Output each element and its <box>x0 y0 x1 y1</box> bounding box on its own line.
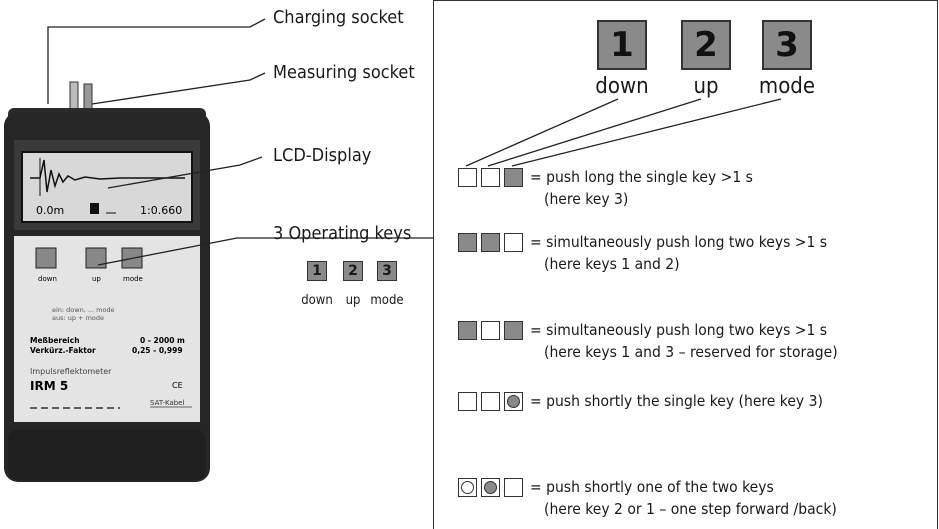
key-connector-lines <box>465 98 782 167</box>
legend-row2-line1: = simultaneously push long two keys >1 s <box>530 233 828 251</box>
short-press-empty-circle-icon <box>461 481 474 494</box>
small-key-2: 2 <box>343 261 363 281</box>
leader-measuring <box>91 72 266 105</box>
row5-key2-square <box>481 478 500 497</box>
device-range-value: 0 - 2000 m <box>140 336 185 345</box>
row1-key2-square <box>481 168 500 187</box>
legend-row2-line2: (here keys 1 and 2) <box>544 255 680 273</box>
charging-socket-label: Charging socket <box>273 7 404 28</box>
measuring-socket-label: Measuring socket <box>273 62 415 83</box>
device-key-label-up: up <box>92 275 101 283</box>
device-help-line1: ein: down, ... mode <box>52 306 115 314</box>
operating-keys-label: 3 Operating keys <box>273 223 412 244</box>
leader-lcd <box>107 156 263 189</box>
legend-row3-line1: = simultaneously push long two keys >1 s <box>530 321 828 339</box>
row5-key3-square <box>504 478 523 497</box>
device-range-label: Meßbereich <box>30 336 80 345</box>
row4-key3-square <box>504 392 523 411</box>
legend-row5-line1: = push shortly one of the two keys <box>530 478 774 496</box>
device-factor-value: 0,25 - 0,999 <box>132 346 183 355</box>
device-key-up[interactable] <box>85 247 107 269</box>
small-key-2-label: up <box>345 293 361 308</box>
device-key-down[interactable] <box>35 247 57 269</box>
row2-key3-square <box>504 233 523 252</box>
lcd-distance: 0.0m <box>36 204 64 217</box>
big-key-2: 2 <box>681 20 731 70</box>
device-help-line2: aus: up + mode <box>52 314 104 322</box>
brand-logo: SAT-Kabel <box>150 399 184 407</box>
big-key-1: 1 <box>597 20 647 70</box>
short-press-circle-icon <box>507 395 520 408</box>
device-key-label-mode: mode <box>123 275 143 283</box>
row2-key2-square <box>481 233 500 252</box>
big-key-1-label: down <box>595 74 649 99</box>
legend-row1-line2: (here key 3) <box>544 190 629 208</box>
small-key-3: 3 <box>377 261 397 281</box>
row2-key1-square <box>458 233 477 252</box>
lcd-display <box>21 151 193 223</box>
measuring-socket <box>69 81 79 113</box>
short-press-circle-icon <box>484 481 497 494</box>
lcd-waveform <box>30 159 185 193</box>
legend-row5-line2: (here key 2 or 1 – one step forward /bac… <box>544 500 837 518</box>
row3-key3-square <box>504 321 523 340</box>
row3-key2-square <box>481 321 500 340</box>
row4-key2-square <box>481 392 500 411</box>
row1-key3-square <box>504 168 523 187</box>
legend-row3-line2: (here keys 1 and 3 – reserved for storag… <box>544 343 838 361</box>
small-key-3-label: mode <box>370 293 404 308</box>
big-key-2-label: up <box>693 74 719 99</box>
device-factor-label: Verkürz.-Faktor <box>30 346 96 355</box>
row5-key1-square <box>458 478 477 497</box>
big-key-3: 3 <box>762 20 812 70</box>
key-legend-panel <box>433 0 938 529</box>
small-key-1: 1 <box>307 261 327 281</box>
legend-row4-line1: = push shortly the single key (here key … <box>530 392 823 410</box>
device-key-label-down: down <box>38 275 57 283</box>
ce-mark: CE <box>172 381 183 390</box>
big-key-3-label: mode <box>758 74 816 99</box>
leader-keys <box>97 237 433 266</box>
device-model: IRM 5 <box>30 379 68 393</box>
device-illustration: 0.0m 1:0.660 down up mode ein: down, ...… <box>4 18 433 482</box>
row1-key1-square <box>458 168 477 187</box>
leader-charging <box>47 18 266 104</box>
legend-row1-line1: = push long the single key >1 s <box>530 168 753 186</box>
row3-key1-square <box>458 321 477 340</box>
lcd-display-label: LCD-Display <box>273 145 372 166</box>
lcd-factor: 1:0.660 <box>140 204 182 217</box>
small-key-1-label: down <box>301 293 333 308</box>
device-subtitle: Impulsreflektometer <box>30 367 112 376</box>
row4-key1-square <box>458 392 477 411</box>
